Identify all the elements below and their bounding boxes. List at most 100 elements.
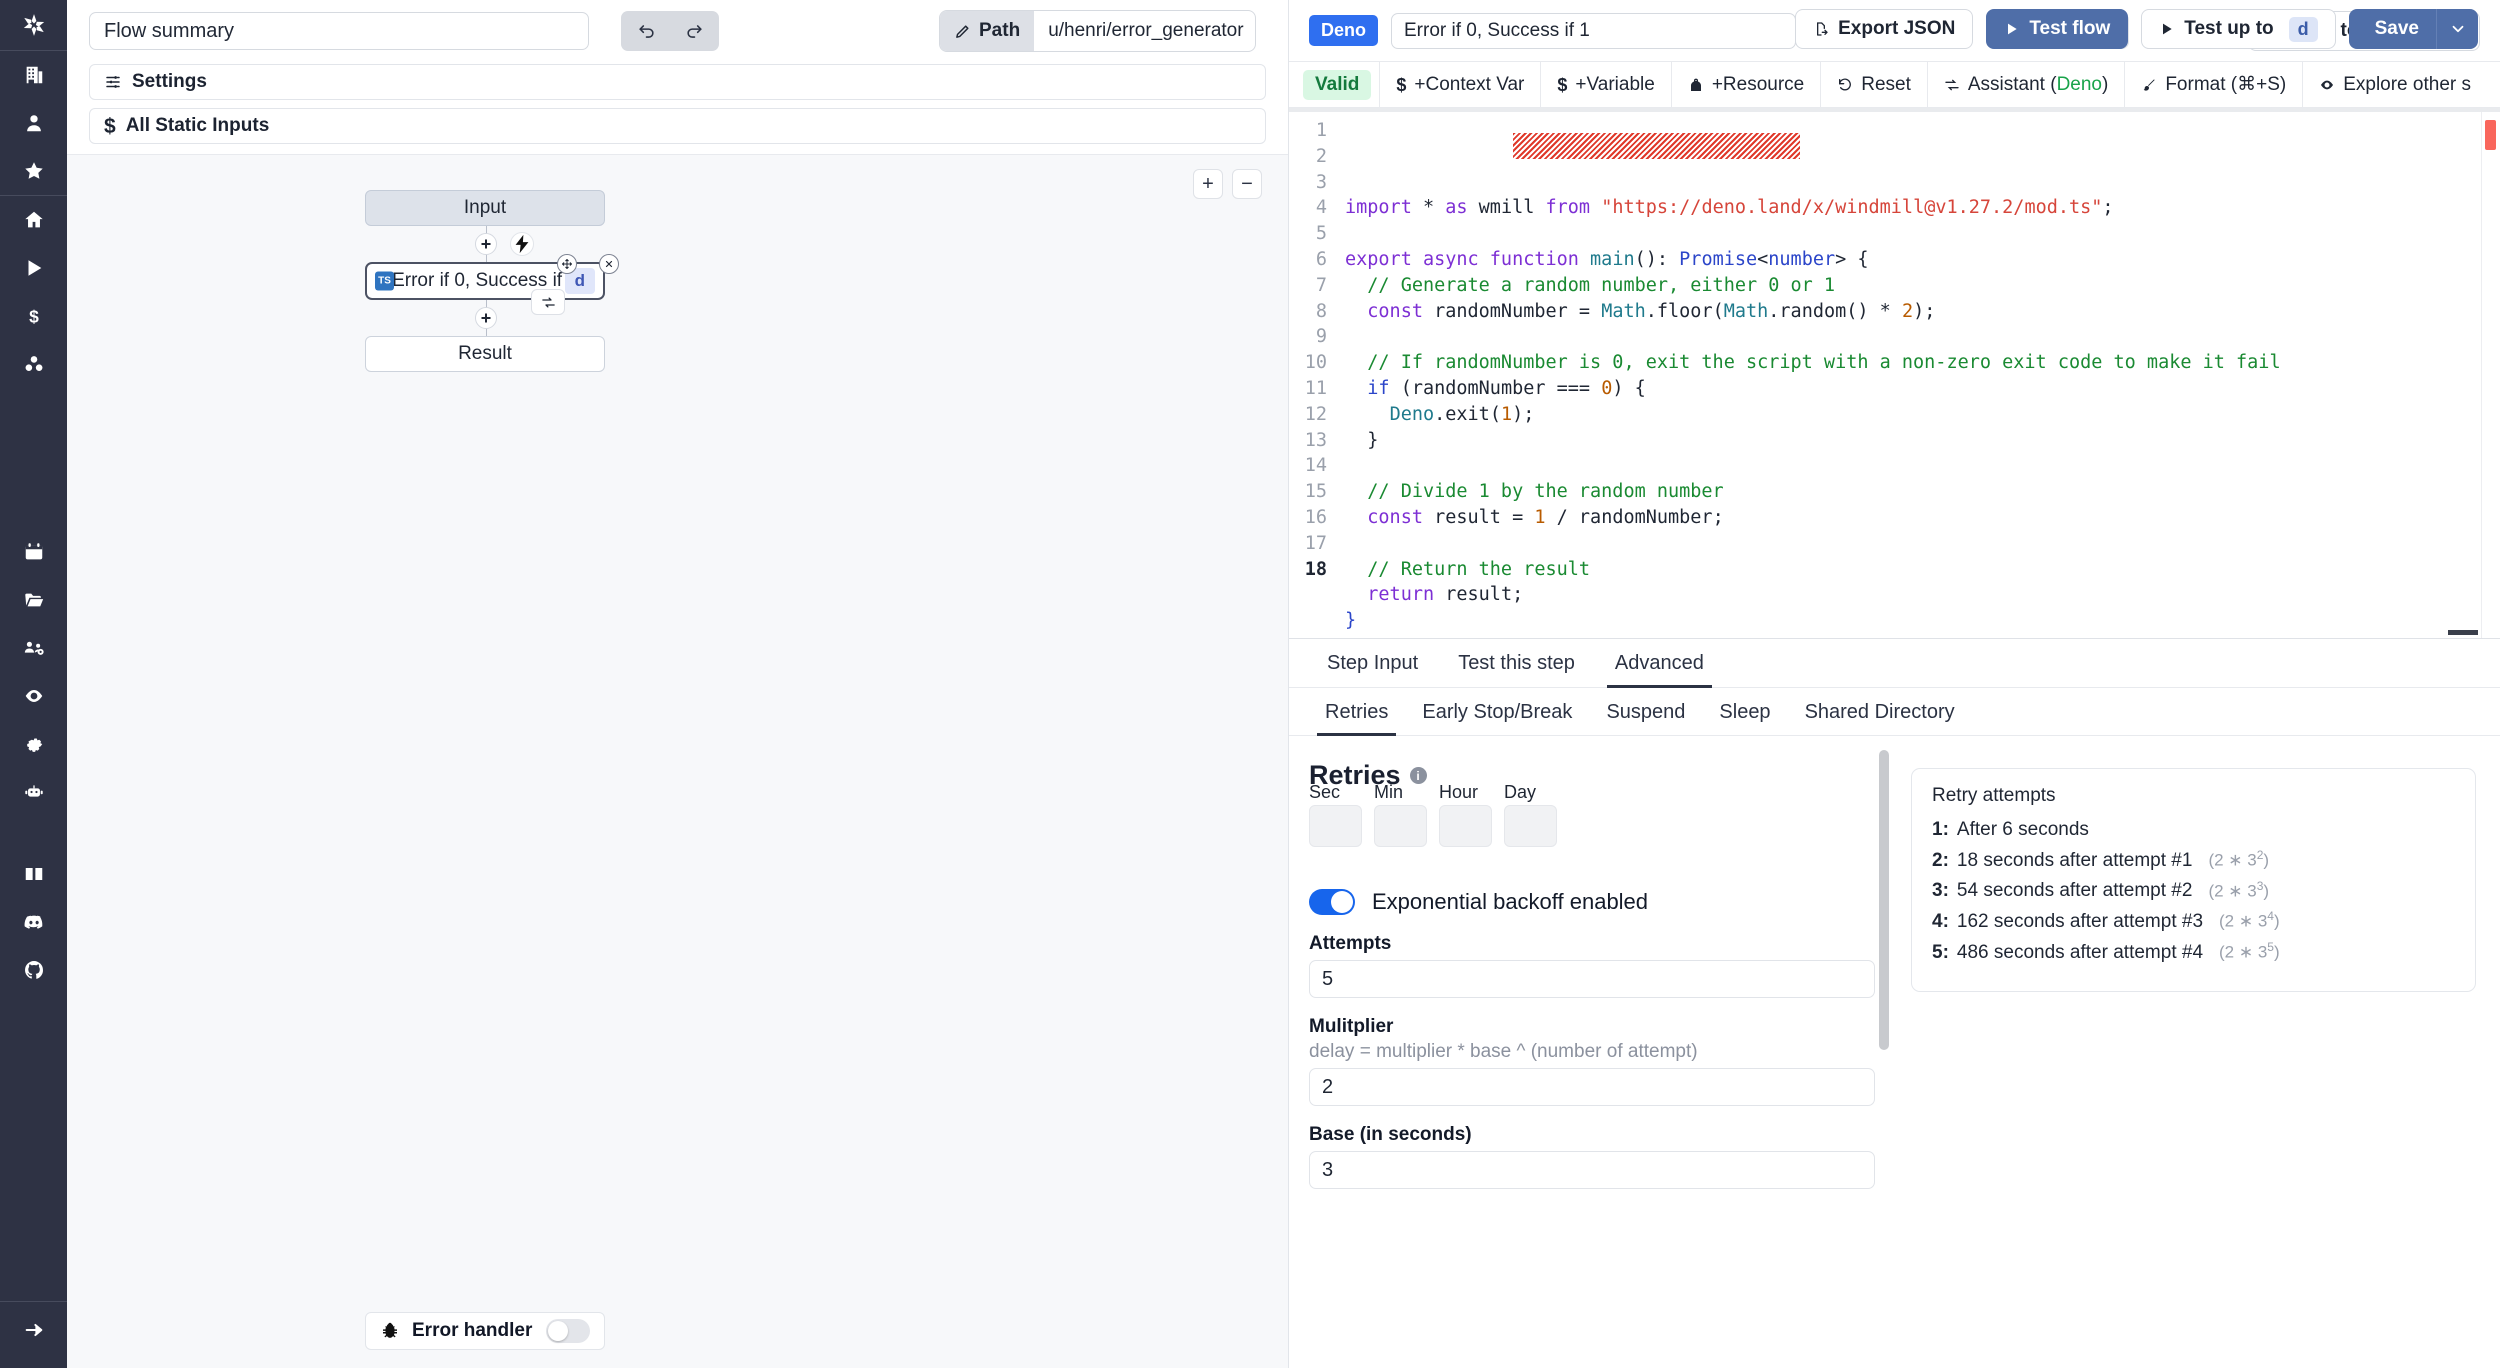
settings-section-bar[interactable]: Settings bbox=[89, 64, 1266, 100]
flow-node-step[interactable]: TS Error if 0, Success if 1 d bbox=[365, 254, 619, 315]
sidebar-item-groups[interactable] bbox=[0, 624, 67, 672]
flow-canvas[interactable]: + − Input TS Error if 0, Succe bbox=[67, 154, 1288, 1368]
exponential-backoff-toggle[interactable] bbox=[1309, 889, 1355, 915]
code-line[interactable]: const randomNumber = Math.floor(Math.ran… bbox=[1345, 299, 2500, 325]
sidebar-item-building[interactable] bbox=[0, 51, 67, 99]
code-token bbox=[1345, 378, 1367, 399]
save-button[interactable]: Save bbox=[2348, 9, 2436, 49]
code-line[interactable] bbox=[1345, 531, 2500, 557]
base-input[interactable] bbox=[1309, 1151, 1875, 1189]
test-flow-button[interactable]: Test flow bbox=[1986, 9, 2129, 49]
sidebar-expand-toggle[interactable] bbox=[0, 1306, 67, 1354]
add-variable-button[interactable]: $ +Variable bbox=[1541, 62, 1672, 107]
retry-unit-label: Min bbox=[1374, 782, 1404, 802]
flow-node-result[interactable]: Result bbox=[365, 336, 605, 372]
subtab-retries[interactable]: Retries bbox=[1309, 701, 1404, 736]
code-line[interactable]: Deno.exit(1); bbox=[1345, 402, 2500, 428]
test-up-to-button[interactable]: Test up to d bbox=[2141, 9, 2336, 49]
code-line[interactable]: } bbox=[1345, 608, 2500, 634]
retry-unit-input[interactable] bbox=[1309, 805, 1362, 847]
static-inputs-section-bar[interactable]: $ All Static Inputs bbox=[89, 108, 1266, 144]
zoom-out-button[interactable]: − bbox=[1232, 169, 1262, 199]
tab-step-input[interactable]: Step Input bbox=[1327, 652, 1419, 674]
tab-advanced[interactable]: Advanced bbox=[1597, 652, 1722, 688]
code-line[interactable]: import * as wmill from "https://deno.lan… bbox=[1345, 195, 2500, 221]
add-step-button-top[interactable] bbox=[475, 233, 497, 255]
flow-path-chip[interactable]: Path u/henri/error_generator bbox=[939, 10, 1256, 52]
redo-icon[interactable] bbox=[675, 15, 713, 47]
sidebar-item-folders[interactable] bbox=[0, 576, 67, 624]
sidebar-item-github[interactable] bbox=[0, 946, 67, 994]
sidebar-item-variables[interactable]: $ bbox=[0, 292, 67, 340]
code-token bbox=[1345, 584, 1367, 605]
add-trigger-button[interactable] bbox=[510, 232, 534, 256]
code-token: "https://deno.land/x/windmill@v1.27.2/mo… bbox=[1601, 197, 2103, 219]
step-name-input[interactable] bbox=[1391, 12, 1796, 49]
add-resource-button[interactable]: +Resource bbox=[1672, 62, 1822, 107]
flow-node-input[interactable]: Input bbox=[365, 190, 605, 226]
info-icon[interactable]: i bbox=[1409, 767, 1427, 784]
add-context-var-button[interactable]: $ +Context Var bbox=[1380, 62, 1542, 107]
subtab-early-stop-break[interactable]: Early Stop/Break bbox=[1422, 701, 1573, 723]
sidebar-item-favorites[interactable] bbox=[0, 147, 67, 195]
code-token: * bbox=[1422, 197, 1446, 219]
sidebar-item-runs[interactable] bbox=[0, 244, 67, 292]
reset-button[interactable]: Reset bbox=[1821, 62, 1928, 107]
subtab-shared-directory[interactable]: Shared Directory bbox=[1804, 701, 1955, 723]
line-number: 16 bbox=[1304, 506, 1327, 528]
sidebar-item-home[interactable] bbox=[0, 196, 67, 244]
code-line[interactable]: // Generate a random number, either 0 or… bbox=[1345, 273, 2500, 299]
add-step-button-bottom[interactable] bbox=[475, 307, 497, 329]
editor-minimap[interactable] bbox=[2481, 112, 2500, 638]
eye-icon bbox=[2321, 80, 2334, 89]
code-line[interactable]: } bbox=[1345, 428, 2500, 454]
error-handler-toggle[interactable] bbox=[546, 1319, 590, 1343]
zoom-in-button[interactable]: + bbox=[1193, 169, 1223, 199]
error-marker[interactable] bbox=[2485, 120, 2496, 150]
sidebar-item-audit[interactable] bbox=[0, 672, 67, 720]
line-number: 6 bbox=[1315, 248, 1327, 270]
code-line[interactable]: return result; bbox=[1345, 582, 2500, 608]
export-json-button[interactable]: Export JSON bbox=[1795, 9, 1974, 49]
retry-unit-input[interactable] bbox=[1374, 805, 1427, 847]
explore-other-scripts-button[interactable]: Explore other s bbox=[2303, 62, 2487, 107]
error-handler-bar[interactable]: Error handler bbox=[365, 1312, 605, 1350]
code-line[interactable]: export async function main(): Promise<nu… bbox=[1345, 247, 2500, 273]
sidebar-item-resources[interactable] bbox=[0, 340, 67, 388]
attempts-input[interactable] bbox=[1309, 960, 1875, 998]
flow-summary-input[interactable] bbox=[89, 12, 589, 50]
format-button[interactable]: Format (⌘+S) bbox=[2125, 62, 2304, 107]
assistant-button[interactable]: Assistant (Deno) bbox=[1928, 62, 2126, 107]
sidebar-item-settings[interactable] bbox=[0, 720, 67, 768]
retry-unit-input[interactable] bbox=[1504, 805, 1557, 847]
code-line[interactable]: // Divide 1 by the random number bbox=[1345, 479, 2500, 505]
multiplier-input[interactable] bbox=[1309, 1068, 1875, 1106]
code-line[interactable] bbox=[1345, 324, 2500, 350]
code-line[interactable]: const result = 1 / randomNumber; bbox=[1345, 505, 2500, 531]
sidebar-item-ai-agent[interactable] bbox=[0, 768, 67, 816]
windmill-logo-icon[interactable] bbox=[0, 0, 67, 50]
sidebar-item-discord[interactable] bbox=[0, 898, 67, 946]
retries-scrollbar[interactable] bbox=[1879, 750, 1889, 1050]
editor-horizontal-scrollbar[interactable] bbox=[1335, 630, 2478, 635]
node-retry-icon[interactable] bbox=[531, 289, 565, 315]
sidebar-item-user[interactable] bbox=[0, 99, 67, 147]
code-line[interactable]: // If randomNumber is 0, exit the script… bbox=[1345, 350, 2500, 376]
code-line[interactable]: // Return the result bbox=[1345, 557, 2500, 583]
code-content[interactable]: import * as wmill from "https://deno.lan… bbox=[1335, 112, 2500, 638]
code-line[interactable] bbox=[1345, 453, 2500, 479]
undo-icon[interactable] bbox=[627, 15, 665, 47]
retry-unit-input[interactable] bbox=[1439, 805, 1492, 847]
tab-test-this-step[interactable]: Test this step bbox=[1458, 652, 1575, 674]
delete-node-icon[interactable] bbox=[599, 254, 619, 274]
sidebar-item-docs[interactable] bbox=[0, 850, 67, 898]
subtab-suspend[interactable]: Suspend bbox=[1606, 701, 1686, 723]
code-line[interactable]: if (randomNumber === 0) { bbox=[1345, 376, 2500, 402]
code-line[interactable] bbox=[1345, 221, 2500, 247]
sidebar-item-schedules[interactable] bbox=[0, 528, 67, 576]
subtab-sleep[interactable]: Sleep bbox=[1719, 701, 1771, 723]
move-node-icon[interactable] bbox=[557, 254, 577, 274]
chevron-down-icon[interactable] bbox=[2436, 9, 2478, 49]
